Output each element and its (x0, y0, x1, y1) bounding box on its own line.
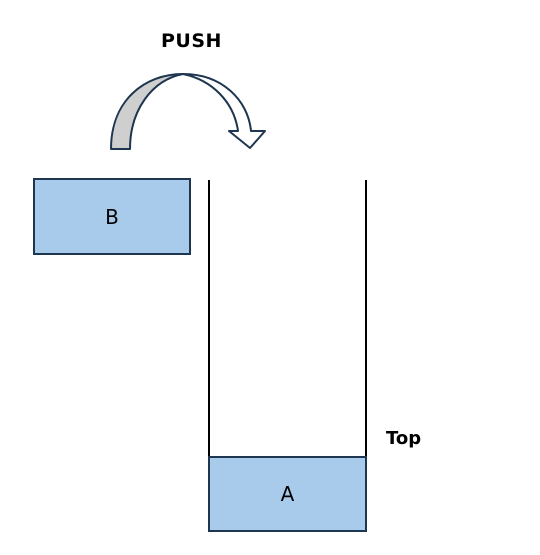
stack-right-wall (365, 180, 367, 458)
top-pointer-label: Top (386, 428, 422, 449)
push-arrow-front-face (182, 73, 266, 149)
stack-top-element-box: A (208, 456, 367, 532)
incoming-element-box: B (33, 178, 191, 255)
push-arrow-back-face (110, 73, 184, 150)
incoming-element-label: B (105, 204, 119, 229)
push-label: PUSH (161, 30, 222, 52)
stack-left-wall (208, 180, 210, 458)
stack-element-label: A (280, 482, 295, 506)
